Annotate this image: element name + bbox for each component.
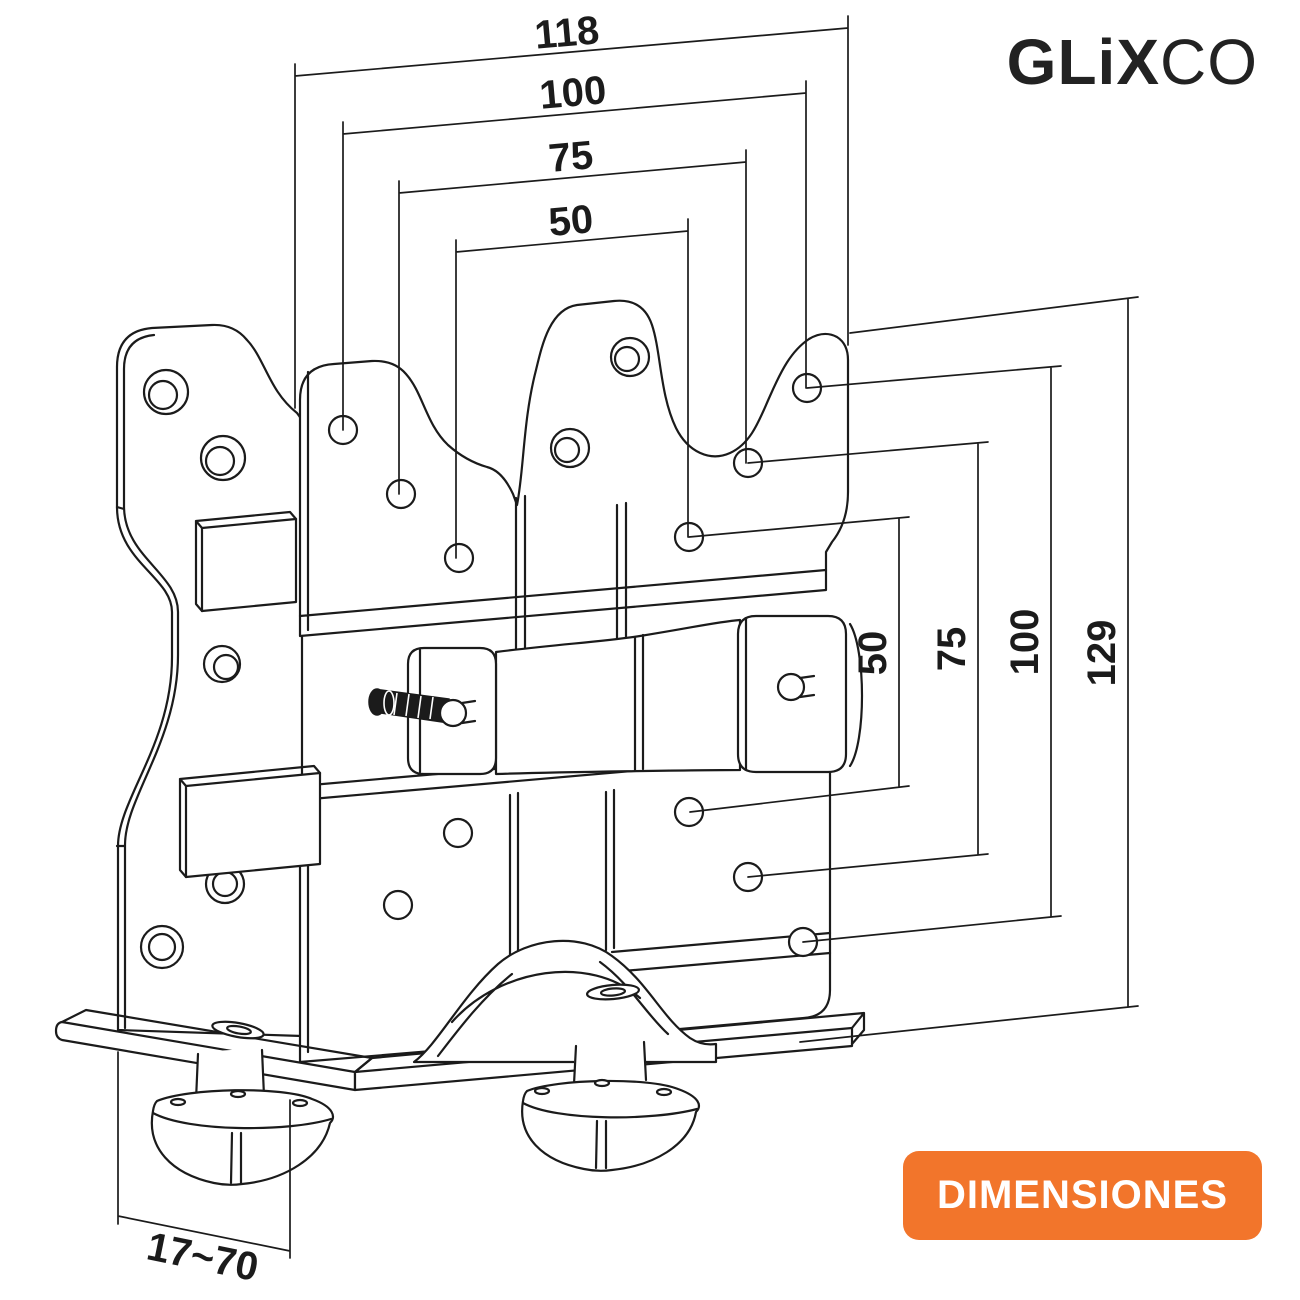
bell-flange (412, 939, 718, 1064)
dim-label-right-50: 50 (851, 631, 895, 676)
dim-top-118: 118 (294, 8, 849, 409)
right-pivot-pin (776, 672, 806, 702)
dim-label-100: 100 (538, 68, 608, 118)
brand-logo-bold: GLiX (1006, 26, 1160, 98)
dim-right-50: 50 (688, 516, 910, 813)
back-plate (115, 323, 304, 1038)
dim-top-100: 100 (342, 68, 807, 431)
dim-label-118: 118 (533, 8, 601, 57)
dim-label-right-100: 100 (1003, 609, 1047, 676)
clamp-assembly (368, 614, 864, 776)
front-vesa-plate (298, 299, 850, 666)
dim-label-right-75: 75 (930, 627, 974, 672)
dim-top-50: 50 (455, 197, 689, 559)
dim-label-right-129: 129 (1080, 620, 1124, 687)
left-pivot-pin (438, 698, 468, 728)
lower-plate (298, 738, 832, 1064)
dim-label-50: 50 (547, 197, 595, 245)
dim-top-75: 75 (398, 133, 747, 495)
lower-spacer-block (178, 764, 322, 879)
dim-right-75: 75 (747, 441, 989, 878)
upper-spacer-block (194, 510, 298, 613)
dim-right-129: 129 (799, 296, 1139, 1043)
left-thumbscrew-knob (150, 1048, 334, 1186)
brand-logo-light: CO (1160, 26, 1258, 98)
clamp-band (494, 618, 742, 776)
dimensions-badge: DIMENSIONES (902, 1151, 1262, 1240)
dim-label-range: 17~70 (143, 1225, 262, 1291)
dim-label-75: 75 (547, 133, 595, 181)
dim-right-100: 100 (802, 365, 1062, 943)
right-thumbscrew-knob (521, 1040, 700, 1172)
brand-logo: GLiXCO (1007, 30, 1258, 94)
